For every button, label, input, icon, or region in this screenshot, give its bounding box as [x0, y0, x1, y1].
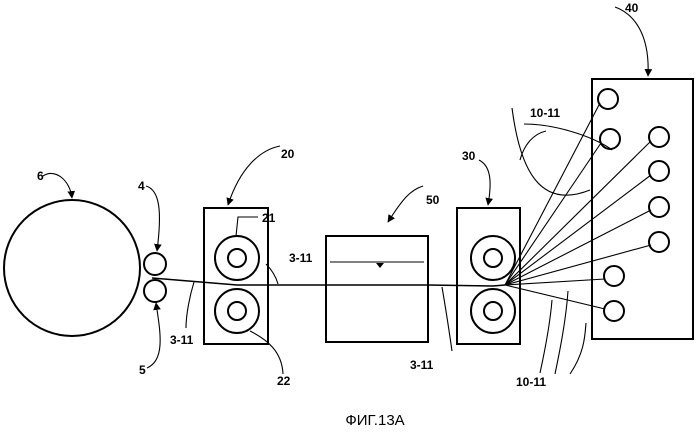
leader-10-11-bottom — [540, 291, 586, 374]
figure-caption: ФИГ.13А — [345, 412, 404, 429]
roll-21-inner — [228, 249, 246, 267]
label-upper-nip-roll: 4 — [138, 179, 145, 193]
bobbin — [604, 301, 624, 321]
leader-50 — [388, 186, 423, 222]
label-strand-under-bath: 3-11 — [410, 358, 434, 372]
label-split-strands-bottom: 10-11 — [516, 375, 546, 389]
leader-4 — [146, 186, 159, 251]
leader-30 — [479, 160, 490, 205]
winder-frame — [592, 79, 693, 339]
bobbin — [649, 232, 669, 252]
leader-3-11-near-drum — [186, 282, 194, 328]
bobbin — [649, 161, 669, 181]
lower-nip-roll — [144, 280, 166, 302]
roll-30-upper-inner — [484, 249, 502, 267]
roll-22-inner — [228, 302, 246, 320]
label-drum: 6 — [37, 169, 44, 183]
label-second-roll-stand: 30 — [462, 149, 476, 163]
label-first-roll-stand: 20 — [281, 147, 295, 161]
label-strand-near-drum: 3-11 — [170, 333, 194, 347]
bobbin — [600, 129, 620, 149]
leader-6 — [43, 173, 72, 198]
label-upper-roll: 21 — [262, 211, 276, 225]
label-lower-roll: 22 — [277, 374, 291, 388]
bobbin — [649, 127, 669, 147]
bobbin — [604, 266, 624, 286]
leader-3-11-under-bath — [442, 287, 452, 351]
bath-tank — [326, 236, 428, 342]
bobbin — [649, 197, 669, 217]
label-split-strands-top: 10-11 — [530, 106, 560, 120]
drum — [4, 200, 140, 336]
label-bath: 50 — [426, 193, 440, 207]
label-winder: 40 — [625, 1, 639, 15]
upper-nip-roll — [144, 253, 166, 275]
leader-40 — [615, 7, 648, 76]
roll-30-lower-inner — [484, 302, 502, 320]
label-lower-nip-roll: 5 — [139, 363, 146, 377]
leader-5 — [147, 303, 160, 368]
leader-20 — [228, 146, 280, 205]
label-strand-after-stand: 3-11 — [289, 251, 313, 265]
bobbin — [598, 89, 618, 109]
